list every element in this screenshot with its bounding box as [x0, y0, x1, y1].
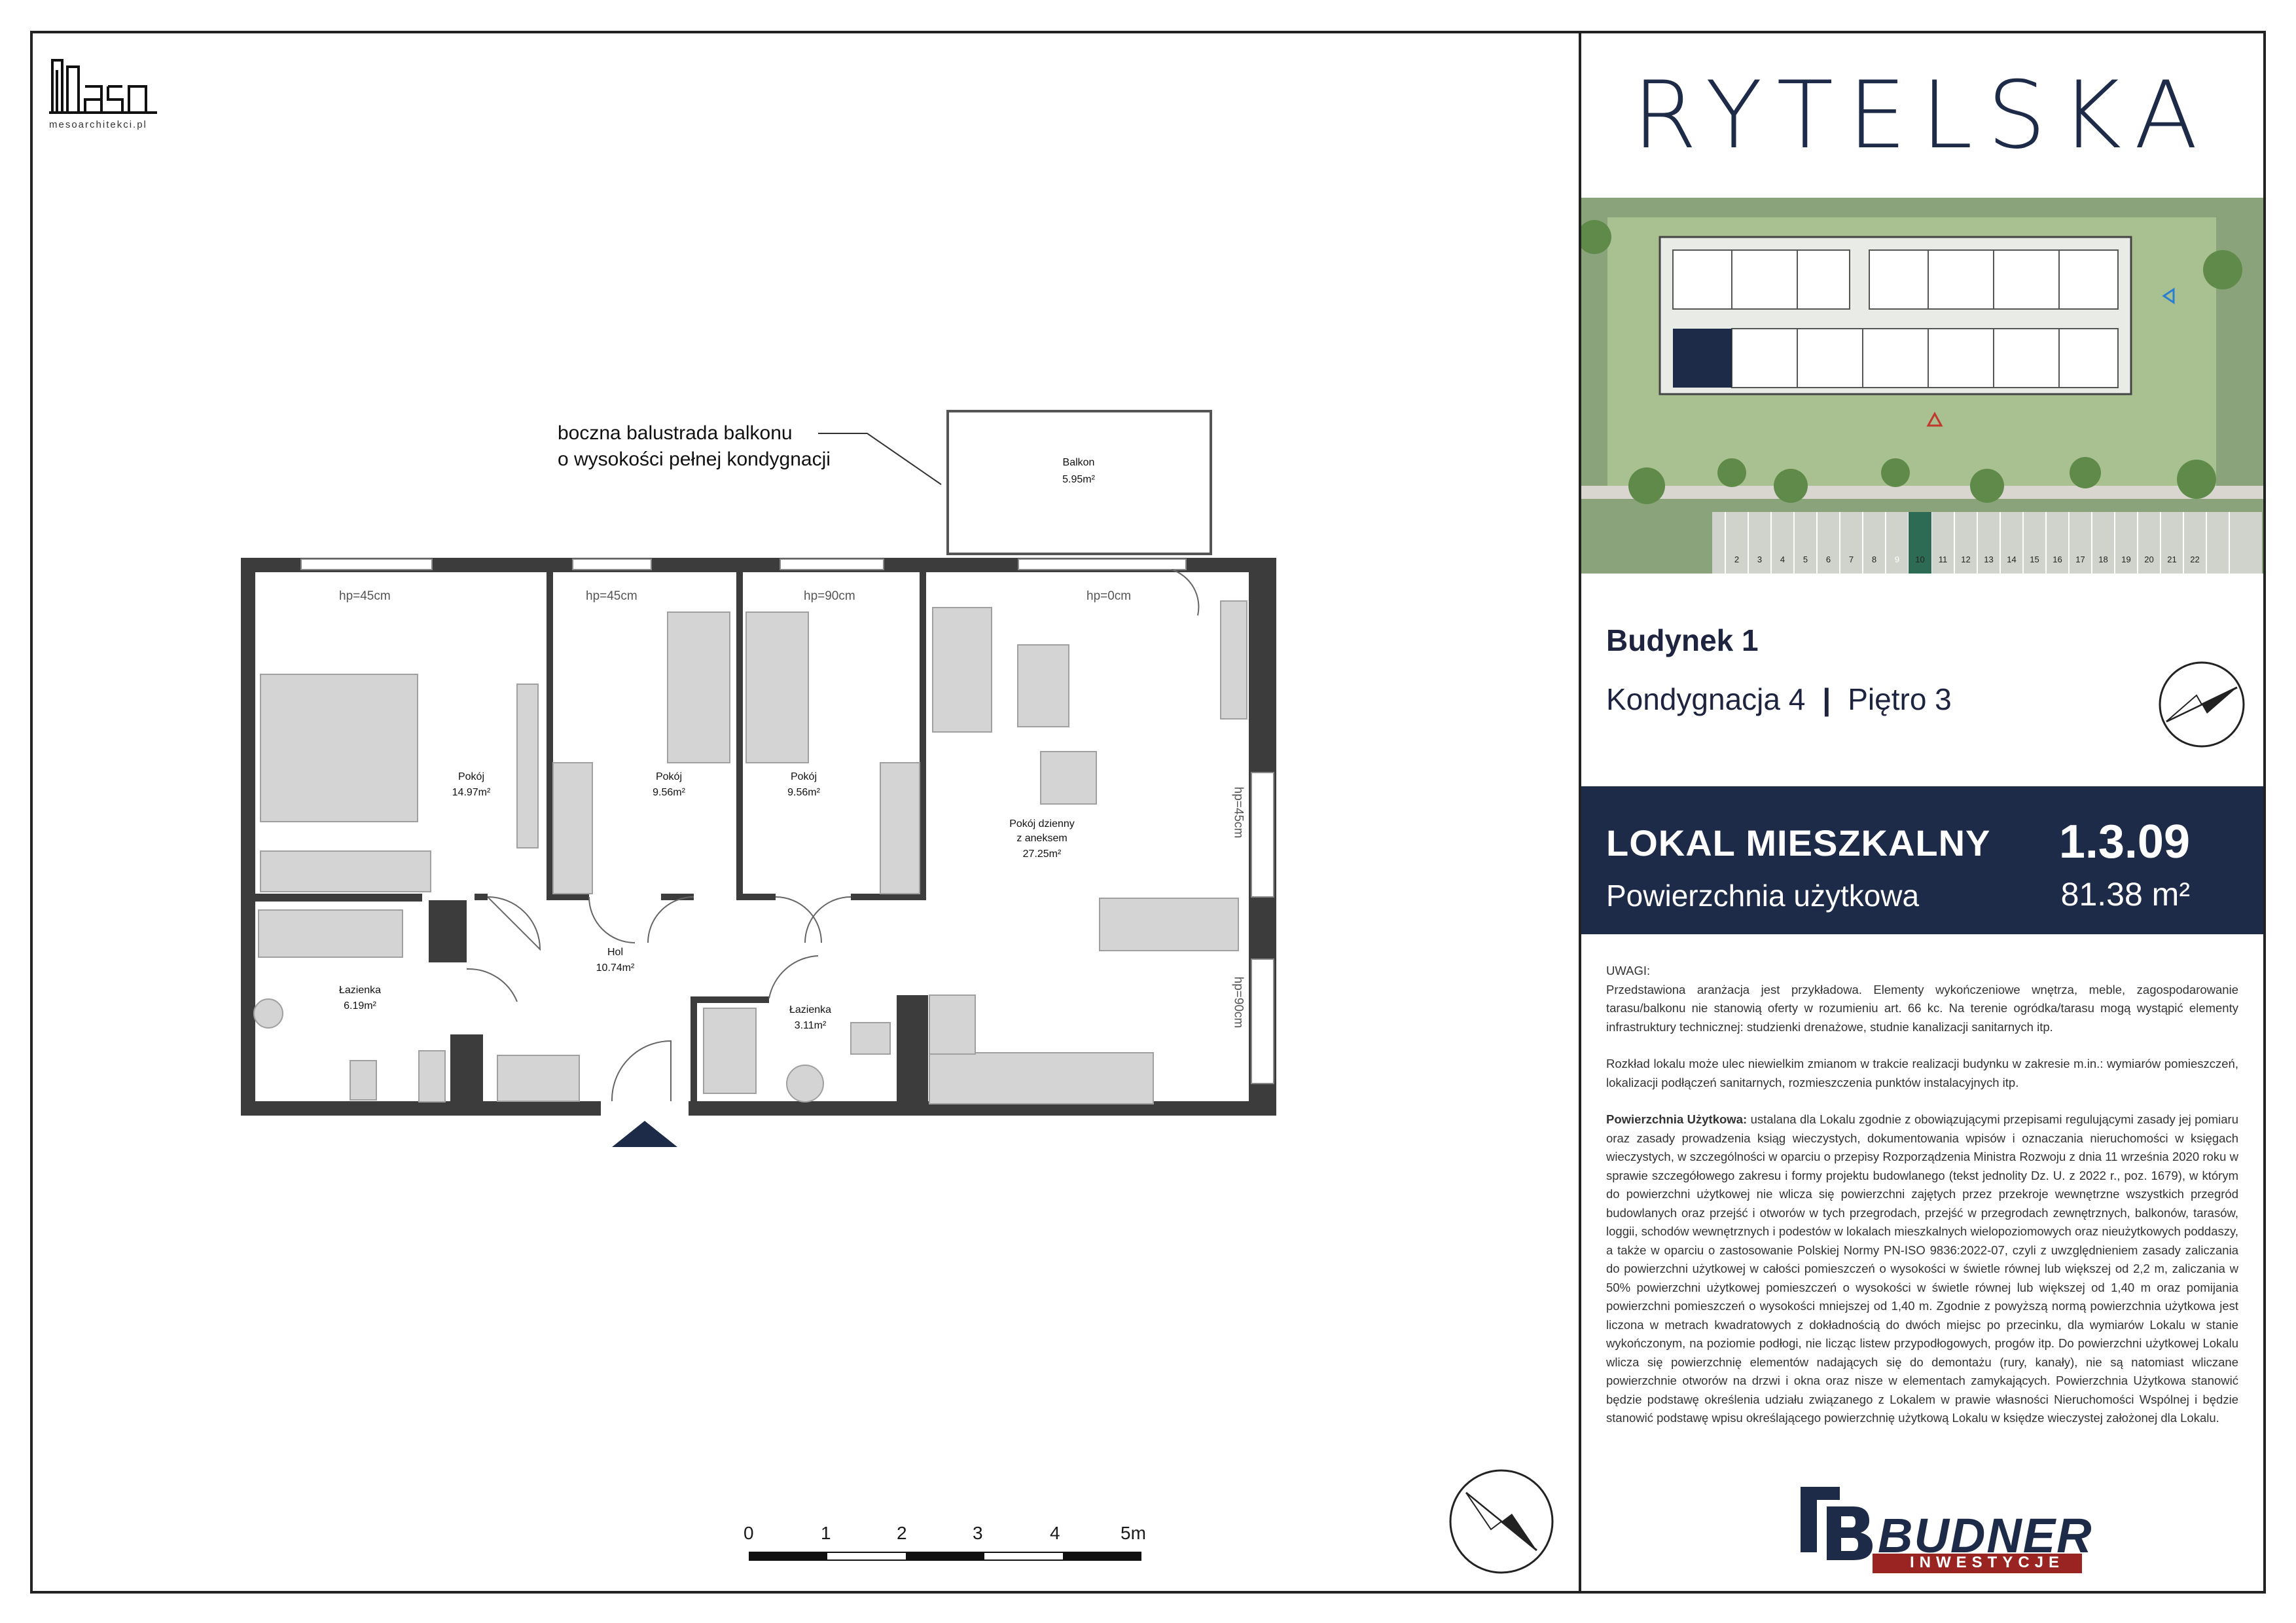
- level-label: Kondygnacja 4: [1606, 682, 1806, 716]
- notes-paragraph-3: Powierzchnia Użytkowa: ustalana dla Loka…: [1606, 1110, 2238, 1428]
- meso-logo: mesoarchitekci.pl: [49, 54, 180, 139]
- entrance-marker: [612, 1121, 677, 1147]
- single-bed-2: [745, 611, 809, 763]
- sill-height-4: hp=0cm: [1086, 589, 1132, 603]
- washbasin-1: [253, 998, 283, 1029]
- sill-height-5: hp=45cm: [1231, 786, 1246, 839]
- wardrobe-3: [880, 762, 920, 894]
- meso-logo-mark: [49, 59, 157, 114]
- wardrobe-1: [260, 850, 431, 892]
- sill-height-3: hp=90cm: [804, 589, 855, 603]
- notes-p3-heading: Powierzchnia Użytkowa:: [1606, 1112, 1748, 1126]
- scale-segment: [1063, 1552, 1141, 1561]
- wc: [850, 1022, 891, 1055]
- page-frame: [30, 31, 2266, 1594]
- room-lazienka-2: Łazienka 3.11m²: [789, 1004, 832, 1031]
- top-windows: [300, 558, 1274, 1084]
- scale-segment: [749, 1552, 827, 1561]
- room-living: Pokój dzienny z aneksem 27.25m²: [1009, 818, 1075, 860]
- balcony-outline: [946, 410, 1212, 555]
- developer-logo: BUDNER INWESTYCJE: [1787, 1474, 2115, 1578]
- compass-icon: [1446, 1467, 1556, 1577]
- highlighted-unit: [1673, 329, 1732, 388]
- door-swings: [466, 569, 1200, 1102]
- scale-tick-0: 0: [744, 1523, 754, 1543]
- compass-icon: [2156, 659, 2248, 750]
- unit-number: 1.3.09: [2058, 816, 2190, 868]
- note-line-2: o wysokości pełnej kondygnacji: [558, 448, 831, 470]
- level-separator: |: [1822, 682, 1831, 716]
- room-pokoj-1: Pokój 14.97m²: [452, 771, 491, 798]
- coffee-table: [1017, 644, 1069, 727]
- sofa: [932, 607, 992, 733]
- balcony-railing-note: boczna balustrada balkonu o wysokości pe…: [558, 420, 831, 473]
- budner-logo-mark: [1801, 1487, 2082, 1573]
- scale-tick-1: 1: [821, 1523, 831, 1543]
- room-lazienka-1: Łazienka 6.19m²: [338, 985, 382, 1012]
- floor-label: Piętro 3: [1848, 682, 1952, 716]
- site-plan-map: 2 3 4 5 6 7 8 9 10 11 12 13 14 15 16 17 …: [1577, 198, 2263, 574]
- room-balkon: Balkon 5.95m²: [1062, 457, 1095, 485]
- notes-p3-body: ustalana dla Lokalu zgodnie z obowiązują…: [1606, 1112, 2238, 1425]
- developer-name: BUDNER: [1878, 1508, 2093, 1563]
- scale-tick-3: 3: [973, 1523, 983, 1543]
- notes-paragraph-1: Przedstawiona aranżacja jest przykładowa…: [1606, 982, 2238, 1034]
- scale-segment: [906, 1552, 984, 1561]
- level-row: Kondygnacja 4 | Piętro 3: [1606, 682, 1952, 717]
- room-pokoj-2: Pokój 9.56m²: [653, 771, 685, 798]
- single-bed-1: [667, 611, 730, 763]
- unit-header: LOKAL MIESZKALNY Powierzchnia użytkowa 1…: [1581, 786, 2263, 934]
- dining-table: [1099, 898, 1239, 951]
- unit-type: LOKAL MIESZKALNY: [1606, 822, 1991, 864]
- scale-bar: 0 1 2 3 4 5m: [740, 1519, 1158, 1578]
- sill-height-1: hp=45cm: [339, 589, 391, 603]
- project-title: RYTELSKA: [1632, 61, 2212, 170]
- parking-numbers: 2 3 4 5 6 7 8 9 10 11 12 13 14 15 16 17 …: [1734, 555, 2200, 564]
- double-bed: [260, 674, 418, 822]
- room-hol: Hol 10.74m²: [596, 947, 635, 974]
- meso-url: mesoarchitekci.pl: [49, 119, 147, 130]
- info-panel: RYTELSKA: [1577, 33, 2263, 1591]
- building-name: Budynek 1: [1606, 623, 1759, 657]
- armchair: [1040, 751, 1097, 805]
- hall-wardrobe: [497, 1055, 580, 1102]
- notes-section: UWAGI: Przedstawiona aranżacja jest przy…: [1606, 962, 2238, 1446]
- site-plan-drawing: [1577, 198, 2263, 574]
- washbasin-2: [786, 1065, 824, 1103]
- area-label: Powierzchnia użytkowa: [1606, 879, 1920, 913]
- floor-plan-drawing: [241, 410, 1276, 1147]
- shower: [703, 1008, 757, 1094]
- interior-walls: [255, 570, 928, 1106]
- developer-sub: INWESTYCJE: [1909, 1554, 2065, 1571]
- site-entrance-icon: [2162, 287, 2175, 304]
- area-value: 81.38 m²: [2060, 876, 2190, 913]
- annotation-leader-line: [818, 433, 942, 485]
- sill-height-6: hp=90cm: [1231, 976, 1246, 1029]
- scale-tick-5: 5m: [1121, 1523, 1146, 1543]
- furniture: [253, 600, 1247, 1104]
- bathtub: [258, 909, 403, 958]
- note-line-1: boczna balustrada balkonu: [558, 422, 793, 444]
- notes-paragraph-2: Rozkład lokalu może ulec niewielkim zmia…: [1606, 1057, 2238, 1089]
- scale-tick-2: 2: [897, 1523, 907, 1543]
- tv-unit: [1220, 600, 1247, 720]
- frame-divider: [1579, 31, 1581, 1594]
- entrance-triangle: [1926, 411, 1943, 427]
- room-pokoj-3: Pokój 9.56m²: [787, 771, 820, 798]
- wardrobe-2: [552, 762, 593, 894]
- scale-tick-4: 4: [1050, 1523, 1060, 1543]
- sill-height-2: hp=45cm: [586, 589, 637, 603]
- floor-plan-area: mesoarchitekci.pl boczna balustrada balk…: [49, 54, 1556, 1578]
- kitchen-counter: [929, 1052, 1154, 1104]
- notes-heading: UWAGI:: [1606, 964, 1651, 977]
- wc-1: [350, 1060, 377, 1101]
